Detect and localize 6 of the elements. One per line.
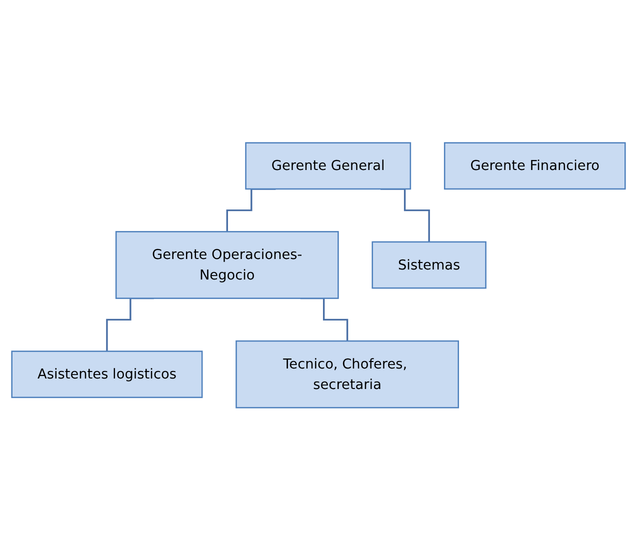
node-box: Gerente General — [245, 142, 412, 190]
node-box: Sistemas — [372, 242, 486, 289]
node-box: Asistentes logisticos — [11, 350, 203, 398]
node-box: Gerente Operaciones-Negocio — [115, 231, 339, 300]
node-box: Gerente Financiero — [444, 142, 626, 190]
node-box: Tecnico, Choferes, secretaria — [236, 340, 459, 409]
